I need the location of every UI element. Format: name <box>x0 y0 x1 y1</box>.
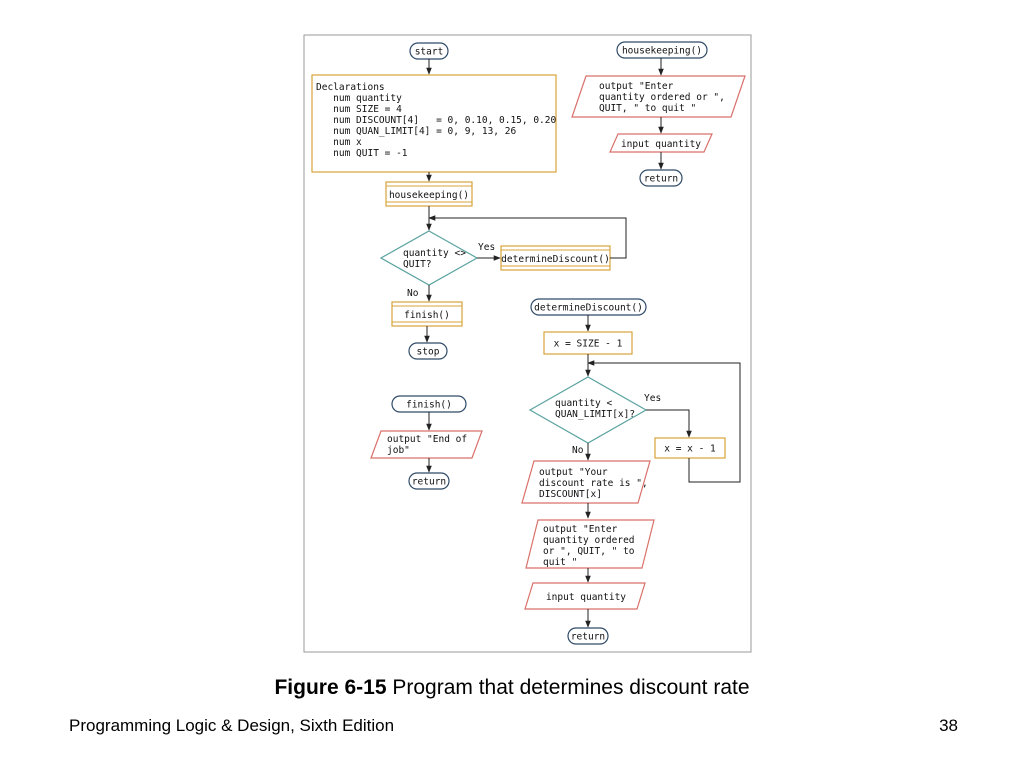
housekeeping-return-label: return <box>644 174 678 185</box>
declarations-line: num quantity <box>316 93 402 104</box>
finish-output-parallelogram <box>370 430 483 459</box>
no-label: No <box>407 288 419 299</box>
housekeeping-output-parallelogram <box>571 75 746 118</box>
declarations-line: num QUIT = -1 <box>316 148 408 159</box>
start-label: start <box>415 47 444 58</box>
figure-text: Program that determines discount rate <box>386 676 750 699</box>
determine-discount-module: determineDiscount() x = SIZE - 1 quantit… <box>521 298 741 645</box>
decision-line: quantity <> <box>403 248 466 259</box>
output-prompt-line: output "Enter <box>543 524 618 535</box>
stop-label: stop <box>417 347 440 358</box>
housekeeping-input-label: input quantity <box>621 139 701 150</box>
yes-label: Yes <box>644 393 661 404</box>
housekeeping-output-line: quantity ordered or ", <box>599 92 725 103</box>
finish-return-terminal <box>408 472 450 490</box>
determine-discount-header-label: determineDiscount() <box>534 303 643 314</box>
finish-output-line: output "End of <box>387 434 467 445</box>
finish-call-label: finish() <box>404 310 450 321</box>
declarations-line: Declarations <box>316 82 385 93</box>
book-title: Programming Logic & Design, Sixth Editio… <box>69 716 395 735</box>
output-prompt-line: quit " <box>543 557 577 568</box>
determine-discount-call-label: determineDiscount() <box>501 254 610 265</box>
output-prompt-line: quantity ordered <box>543 535 635 546</box>
output-rate-line: DISCOUNT[x] <box>539 489 602 500</box>
housekeeping-input-parallelogram <box>609 133 713 153</box>
yes-branch-line <box>646 409 692 438</box>
finish-output-line: job" <box>387 445 410 456</box>
yes-label: Yes <box>478 242 495 253</box>
output-rate-parallelogram <box>521 460 651 504</box>
housekeeping-call-label: housekeeping() <box>389 190 469 201</box>
housekeeping-header-label: housekeeping() <box>622 46 702 57</box>
housekeeping-module: housekeeping() output "Enter quantity or… <box>571 41 746 187</box>
loop-back-line <box>428 215 627 259</box>
output-rate-line: output "Your <box>539 467 608 478</box>
housekeeping-output-line: output "Enter <box>599 81 674 92</box>
dd-input-label: input quantity <box>546 592 626 603</box>
figure-caption: Figure 6-15 Program that determines disc… <box>0 676 1024 700</box>
dd-return-terminal <box>567 627 609 645</box>
housekeeping-return-terminal <box>639 169 683 187</box>
stop-terminal <box>408 342 448 360</box>
declarations-line: num DISCOUNT[4] = 0, 0.10, 0.15, 0.20 <box>316 115 556 126</box>
finish-return-label: return <box>412 477 446 488</box>
housekeeping-header-terminal <box>616 41 708 59</box>
page-number: 38 <box>939 716 958 735</box>
declarations-line: num SIZE = 4 <box>316 104 402 115</box>
output-prompt-parallelogram <box>525 519 655 569</box>
decrement-x-box <box>654 437 726 459</box>
declarations-line: num x <box>316 137 362 148</box>
declarations-line: num QUAN_LIMIT[4] = 0, 9, 13, 26 <box>316 126 516 137</box>
output-rate-line: discount rate is ", <box>539 478 648 489</box>
finish-module: finish() output "End of job" return <box>370 395 483 490</box>
decision-line: QUAN_LIMIT[x]? <box>555 409 635 420</box>
main-program: start Declarations num quantity num SIZE… <box>311 42 627 360</box>
finish-header-label: finish() <box>406 400 452 411</box>
dd-input-parallelogram <box>524 582 646 610</box>
dd-return-label: return <box>571 632 605 643</box>
decrement-x-label: x = x - 1 <box>664 444 716 455</box>
declarations-box <box>311 74 557 173</box>
decision-line: QUIT? <box>403 259 432 270</box>
init-x-label: x = SIZE - 1 <box>554 339 623 350</box>
output-prompt-line: or ", QUIT, " to <box>543 546 635 557</box>
loop-back-line <box>587 360 741 483</box>
no-label: No <box>572 445 584 456</box>
housekeeping-output-line: QUIT, " to quit " <box>599 103 696 114</box>
decision-line: quantity < <box>555 398 612 409</box>
figure-label: Figure 6-15 <box>274 676 387 699</box>
